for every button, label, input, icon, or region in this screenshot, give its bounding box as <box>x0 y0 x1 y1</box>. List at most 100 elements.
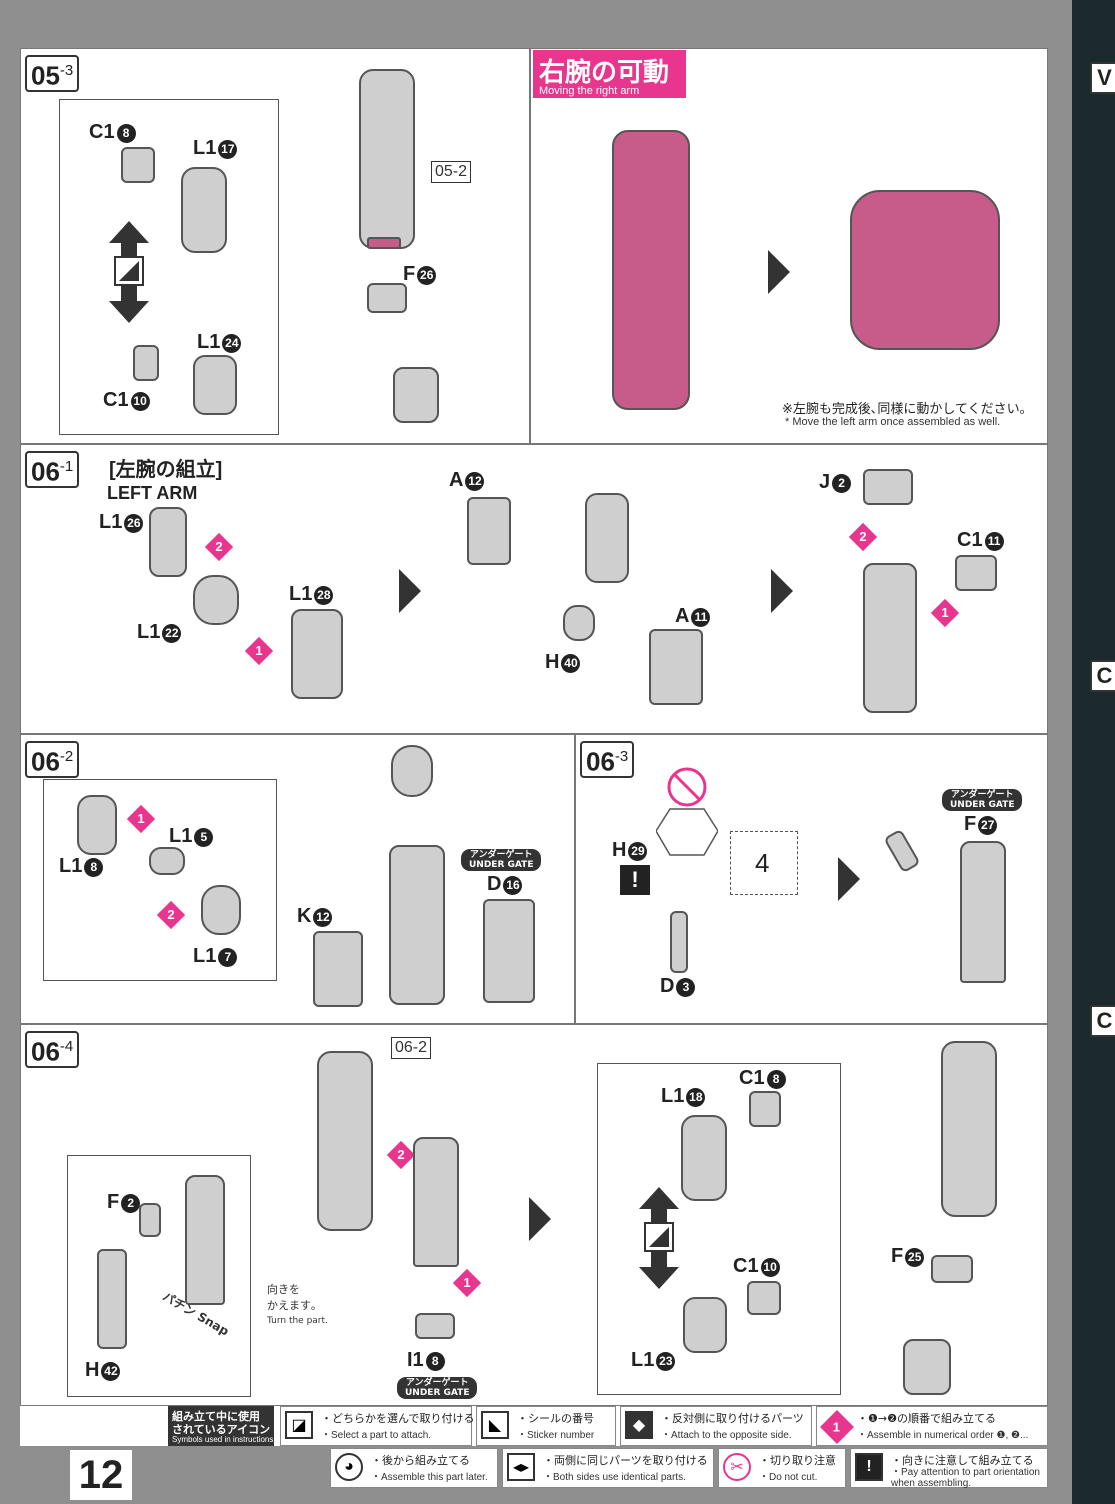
sticker-4-box: 4 <box>730 831 798 895</box>
adjacent-page-tab: V <box>1090 62 1115 94</box>
assemble-later-icon: ◕ <box>335 1453 363 1481</box>
next-arrow-icon <box>768 250 790 294</box>
part-forearm <box>413 1137 459 1267</box>
attention-icon: ! <box>855 1453 883 1481</box>
legend-text: ・Assemble this part later. <box>371 1472 488 1483</box>
order-step-1-icon: 1 <box>930 598 960 628</box>
moving-note-en: * Move the left arm once assembled as we… <box>785 416 1001 428</box>
legend-text: ・どちらかを選んで取り付ける <box>321 1412 475 1425</box>
part-wrist-joint <box>903 1339 951 1395</box>
part-shoulder-ball <box>391 745 433 797</box>
legend-text: ・Sticker number <box>517 1430 595 1441</box>
legend-text: ・Select a part to attach. <box>321 1430 432 1441</box>
part-l1-28 <box>291 609 343 699</box>
part-l1-8 <box>77 795 117 855</box>
legend-text: ・シールの番号 <box>517 1412 594 1425</box>
legend-text: ・後から組み立てる <box>371 1454 470 1467</box>
legend-text: ・反対側に取り付けるパーツ <box>661 1412 804 1425</box>
part-f-26 <box>367 283 407 313</box>
part-i1-8 <box>415 1313 455 1339</box>
part-pin <box>883 828 921 874</box>
part-hand-open <box>681 1115 727 1201</box>
do-not-cut-icon: ✂ <box>723 1453 751 1481</box>
part-upper-arm <box>389 845 445 1005</box>
part-hand-fist <box>193 355 237 415</box>
part-c1-10 <box>747 1281 781 1315</box>
order-step-2-icon: 2 <box>204 532 234 562</box>
next-arrow-icon <box>838 857 860 901</box>
legend-text: ・Do not cut. <box>759 1472 818 1483</box>
shoulder-subassembly-box <box>43 779 277 981</box>
legend-text: ・切り取り注意 <box>759 1454 836 1467</box>
ref-tag-06-2: 06-2 <box>391 1037 432 1059</box>
part-arm-joint <box>367 237 401 249</box>
arm-bent-illustration <box>850 190 1000 350</box>
legend-orientation: ! ・向きに注意して組み立てる ・Pay attention to part o… <box>850 1448 1048 1489</box>
step-number: 06-3 <box>580 741 635 778</box>
order-step-1-icon: 1 <box>126 804 156 834</box>
turn-note: 向きをかえます｡Turn the part. <box>267 1283 328 1326</box>
adjacent-page-spine: V C C <box>1072 0 1115 1504</box>
legend-numerical-order: 1 ・❶→❷の順番で組み立てる ・Assemble in numerical o… <box>816 1406 1048 1446</box>
part-forearm-cover <box>185 1175 225 1305</box>
order-diamond-icon: 1 <box>820 1410 854 1444</box>
part-f-27 <box>960 841 1006 983</box>
legend-do-not-cut: ✂ ・切り取り注意 ・Do not cut. <box>718 1448 846 1488</box>
select-one-arrow-icon <box>639 1187 679 1289</box>
part-f-25 <box>931 1255 973 1283</box>
legend-title-jp2: されているアイコン <box>172 1423 271 1436</box>
step-number: 06-2 <box>25 741 80 778</box>
moving-note-jp: ※左腕も完成後､同様に動かしてください｡ <box>782 402 1027 417</box>
order-step-2-icon: 2 <box>156 900 186 930</box>
section-title-jp: [左腕の組立] <box>109 459 223 481</box>
part-l1-22 <box>193 575 239 625</box>
moving-header: 右腕の可動 Moving the right arm <box>533 50 686 98</box>
moving-header-en: Moving the right arm <box>539 85 640 97</box>
legend-sticker: ◣ ・シールの番号 ・Sticker number <box>476 1406 616 1446</box>
legend-assemble-later: ◕ ・後から組み立てる ・Assemble this part later. <box>330 1448 498 1488</box>
hand-choice-box <box>59 99 279 435</box>
legend-select-part: ◪ ・どちらかを選んで取り付ける ・Select a part to attac… <box>280 1406 475 1446</box>
attention-icon: ! <box>620 865 650 895</box>
part-h-40 <box>563 605 595 641</box>
part-hand-open <box>181 167 227 253</box>
moving-header-jp: 右腕の可動 <box>539 58 670 88</box>
forearm-subassembly-box <box>67 1155 251 1397</box>
part-wrist-joint <box>393 367 439 423</box>
hand-choice-box <box>597 1063 841 1395</box>
part-left-arm-assembly <box>863 563 917 713</box>
legend-identical-parts: ◂▸ ・両側に同じパーツを取り付ける ・Both sides use ident… <box>502 1448 714 1488</box>
legend-title: 組み立て中に使用 されているアイコン Symbols used in instr… <box>168 1406 274 1446</box>
legend-title-jp1: 組み立て中に使用 <box>172 1410 260 1423</box>
select-part-icon: ◪ <box>285 1411 313 1439</box>
legend-text: ・❶→❷の順番で組み立てる <box>857 1412 996 1425</box>
legend-text: ・向きに注意して組み立てる <box>891 1454 1034 1467</box>
next-arrow-icon <box>529 1197 551 1241</box>
sticker-icon: ◣ <box>481 1411 509 1439</box>
opposite-side-icon: ◆ <box>625 1411 653 1439</box>
